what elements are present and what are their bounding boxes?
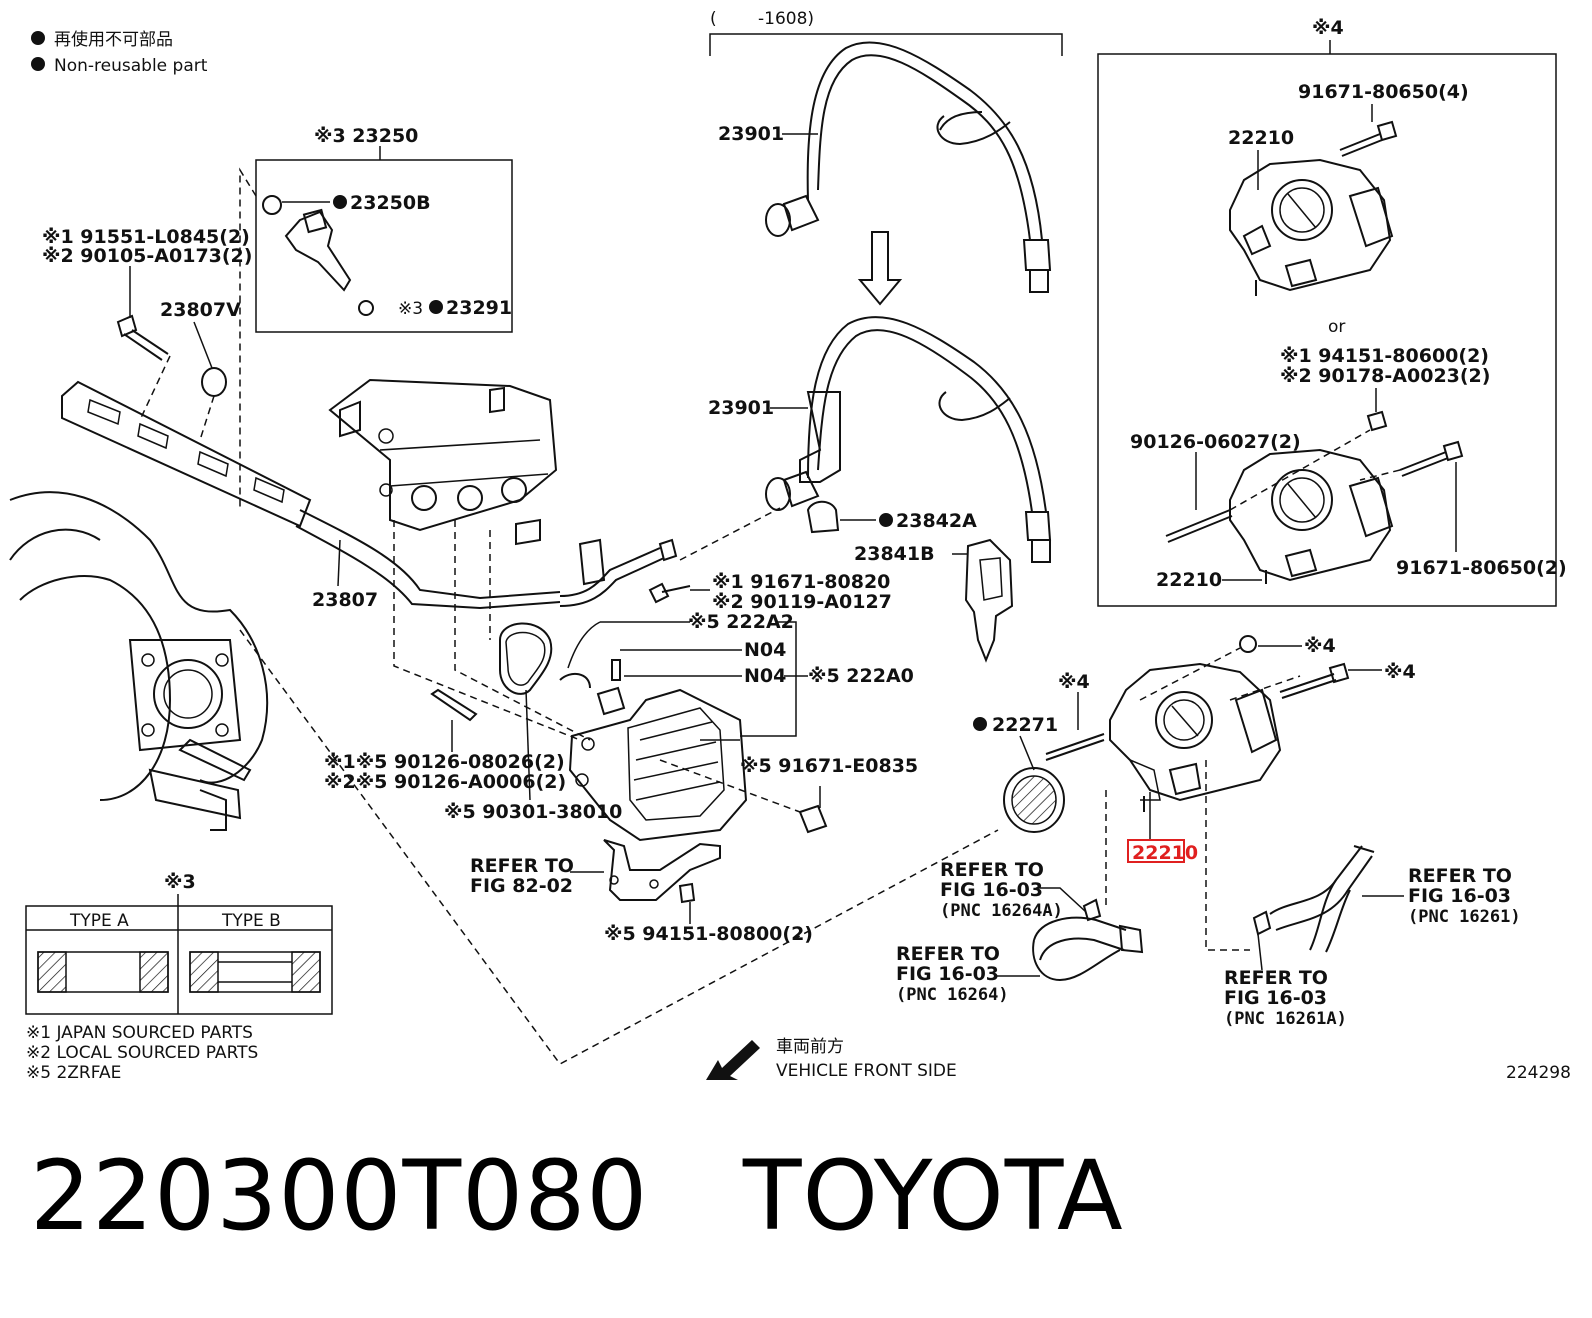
legend-jp: 再使用不可部品 bbox=[54, 29, 173, 50]
label-90126-08026: ※1※5 90126-08026(2) bbox=[324, 751, 565, 773]
label-91671-E0835: ※5 91671-E0835 bbox=[740, 755, 918, 777]
label-22210-variant-a: 22210 bbox=[1228, 127, 1294, 149]
label-94151-80600: ※1 94151-80600(2) bbox=[1280, 345, 1489, 367]
label-22210-highlighted: 22210 bbox=[1132, 842, 1198, 864]
label-mark4-stud: ※4 bbox=[1058, 671, 1090, 693]
egr-pipe: ※1 91671-80820 ※2 90119-A0127 bbox=[559, 538, 892, 613]
throttle-body-variants-inset: ※4 91671-80650(4) 22210 or ※1 94151-8060… bbox=[1097, 17, 1567, 607]
label-91551: ※1 91551-L0845(2) bbox=[42, 226, 250, 248]
label-23841B: 23841B bbox=[854, 543, 935, 565]
label-90105: ※2 90105-A0173(2) bbox=[42, 245, 252, 267]
hose-range-bracket: ( -1608) bbox=[709, 9, 1063, 56]
label-91671-80820: ※1 91671-80820 bbox=[712, 571, 890, 593]
svg-text:-1608): -1608) bbox=[758, 9, 814, 29]
svg-text:FIG 16-03: FIG 16-03 bbox=[1224, 987, 1327, 1009]
injector-group: ※3 23250 23250B ※3 23291 bbox=[239, 125, 513, 510]
label-mark4-bolt: ※4 bbox=[1384, 661, 1416, 683]
svg-text:FIG 16-03: FIG 16-03 bbox=[940, 879, 1043, 901]
hose-23901-lower: 23901 bbox=[708, 316, 1052, 563]
direction-jp: 車両前方 bbox=[776, 1037, 844, 1057]
note-2zrfae: ※5 2ZRFAE bbox=[26, 1063, 121, 1083]
replacement-arrow bbox=[857, 231, 903, 306]
assembly-guide-lines bbox=[239, 507, 1301, 1065]
label-N04-upper: N04 bbox=[744, 639, 786, 661]
inset-mark: ※4 bbox=[1312, 17, 1344, 39]
throttle-body-main: 22271 ※4 ※4 ※4 22210 bbox=[973, 635, 1416, 864]
hose-23901-upper: 23901 bbox=[718, 41, 1052, 293]
egr-valve-assembly bbox=[430, 622, 828, 842]
svg-text:FIG 16-03: FIG 16-03 bbox=[896, 963, 999, 985]
label-90126-A0006: ※2※5 90126-A0006(2) bbox=[324, 771, 566, 793]
label-23901-upper: 23901 bbox=[718, 123, 784, 145]
label-90126-06027: 90126-06027(2) bbox=[1130, 431, 1301, 453]
water-hoses: REFER TO FIG 16-03 (PNC 16264A) REFER TO… bbox=[896, 845, 1521, 1029]
front-arrow-icon bbox=[706, 1040, 760, 1080]
type-b-header: TYPE B bbox=[221, 911, 281, 931]
legend: 再使用不可部品 Non-reusable part bbox=[31, 29, 208, 76]
label-pnc-16261: (PNC 16261) bbox=[1408, 907, 1521, 927]
svg-text:(: ( bbox=[710, 9, 717, 29]
label-refer-16264: REFER TO bbox=[896, 943, 1000, 965]
label-refer-16261: REFER TO bbox=[1408, 865, 1512, 887]
label-22210-variant-b: 22210 bbox=[1156, 569, 1222, 591]
vehicle-front-direction: 車両前方 VEHICLE FRONT SIDE bbox=[706, 1037, 957, 1081]
svg-text:FIG 16-03: FIG 16-03 bbox=[1408, 885, 1511, 907]
note-japan-sourced: ※1 JAPAN SOURCED PARTS bbox=[26, 1023, 253, 1043]
egr-labels: ※5 222A2 N04 N04 ※5 222A0 ※1※5 90126-080… bbox=[324, 611, 918, 823]
label-pnc-16261A: (PNC 16261A) bbox=[1224, 1009, 1347, 1029]
type-table: ※3 TYPE A TYPE B bbox=[25, 871, 333, 1015]
label-91671-80650-4: 91671-80650(4) bbox=[1298, 81, 1469, 103]
clip-and-bracket: 23842A 23841B bbox=[806, 500, 1014, 663]
label-pnc-16264: (PNC 16264) bbox=[896, 985, 1009, 1005]
highlight-box bbox=[1127, 839, 1185, 863]
legend-en: Non-reusable part bbox=[54, 56, 208, 76]
type-table-mark: ※3 bbox=[164, 871, 196, 893]
label-91671-80650-2: 91671-80650(2) bbox=[1396, 557, 1567, 579]
label-23807V: 23807V bbox=[160, 299, 241, 321]
label-23250B: 23250B bbox=[350, 192, 431, 214]
cylinder-head bbox=[328, 378, 558, 546]
label-fig-82-02: FIG 82-02 bbox=[470, 875, 573, 897]
label-22271: 22271 bbox=[992, 714, 1058, 736]
source-notes: ※1 JAPAN SOURCED PARTS ※2 LOCAL SOURCED … bbox=[26, 1023, 258, 1083]
label-222A2: ※5 222A2 bbox=[688, 611, 794, 633]
svg-text:※3: ※3 bbox=[398, 299, 423, 319]
egr-bracket: REFER TO FIG 82-02 ※5 94151-80800(2) bbox=[470, 839, 813, 945]
intake-manifold bbox=[9, 491, 269, 831]
label-90119-A0127: ※2 90119-A0127 bbox=[712, 591, 892, 613]
label-90178-A0023: ※2 90178-A0023(2) bbox=[1280, 365, 1490, 387]
label-90301-38010: ※5 90301-38010 bbox=[444, 801, 622, 823]
type-a-header: TYPE A bbox=[69, 911, 129, 931]
label-refer-16264A: REFER TO bbox=[940, 859, 1044, 881]
label-refer-to-82: REFER TO bbox=[470, 855, 574, 877]
label-23901-lower: 23901 bbox=[708, 397, 774, 419]
fuel-rail-bolts: ※1 91551-L0845(2) ※2 90105-A0173(2) 2380… bbox=[42, 226, 252, 441]
label-23807: 23807 bbox=[312, 589, 378, 611]
caption-part-number: 220300T080 bbox=[30, 1140, 649, 1252]
label-N04-lower: N04 bbox=[744, 665, 786, 687]
label-pnc-16264A: (PNC 16264A) bbox=[940, 901, 1063, 921]
label-222A0: ※5 222A0 bbox=[808, 665, 914, 687]
part-number-caption: 220300T080 TOYOTA bbox=[30, 1140, 1124, 1252]
label-23842A: 23842A bbox=[896, 510, 977, 532]
note-local-sourced: ※2 LOCAL SOURCED PARTS bbox=[26, 1043, 258, 1063]
fuel-delivery-pipe: 23807 bbox=[61, 380, 561, 611]
direction-en: VEHICLE FRONT SIDE bbox=[776, 1061, 957, 1081]
label-or: or bbox=[1328, 317, 1345, 337]
figure-number: 224298 bbox=[1506, 1063, 1571, 1083]
label-refer-16261A: REFER TO bbox=[1224, 967, 1328, 989]
throttle-body-exploded-diagram: 再使用不可部品 Non-reusable part ( -1608) ※3 23… bbox=[9, 9, 1571, 1083]
label-94151-80800: ※5 94151-80800(2) bbox=[604, 923, 813, 945]
label-23291: 23291 bbox=[446, 297, 512, 319]
label-mark4-nut: ※4 bbox=[1304, 635, 1336, 657]
label-23250: ※3 23250 bbox=[314, 125, 418, 147]
caption-brand: TOYOTA bbox=[742, 1140, 1124, 1252]
